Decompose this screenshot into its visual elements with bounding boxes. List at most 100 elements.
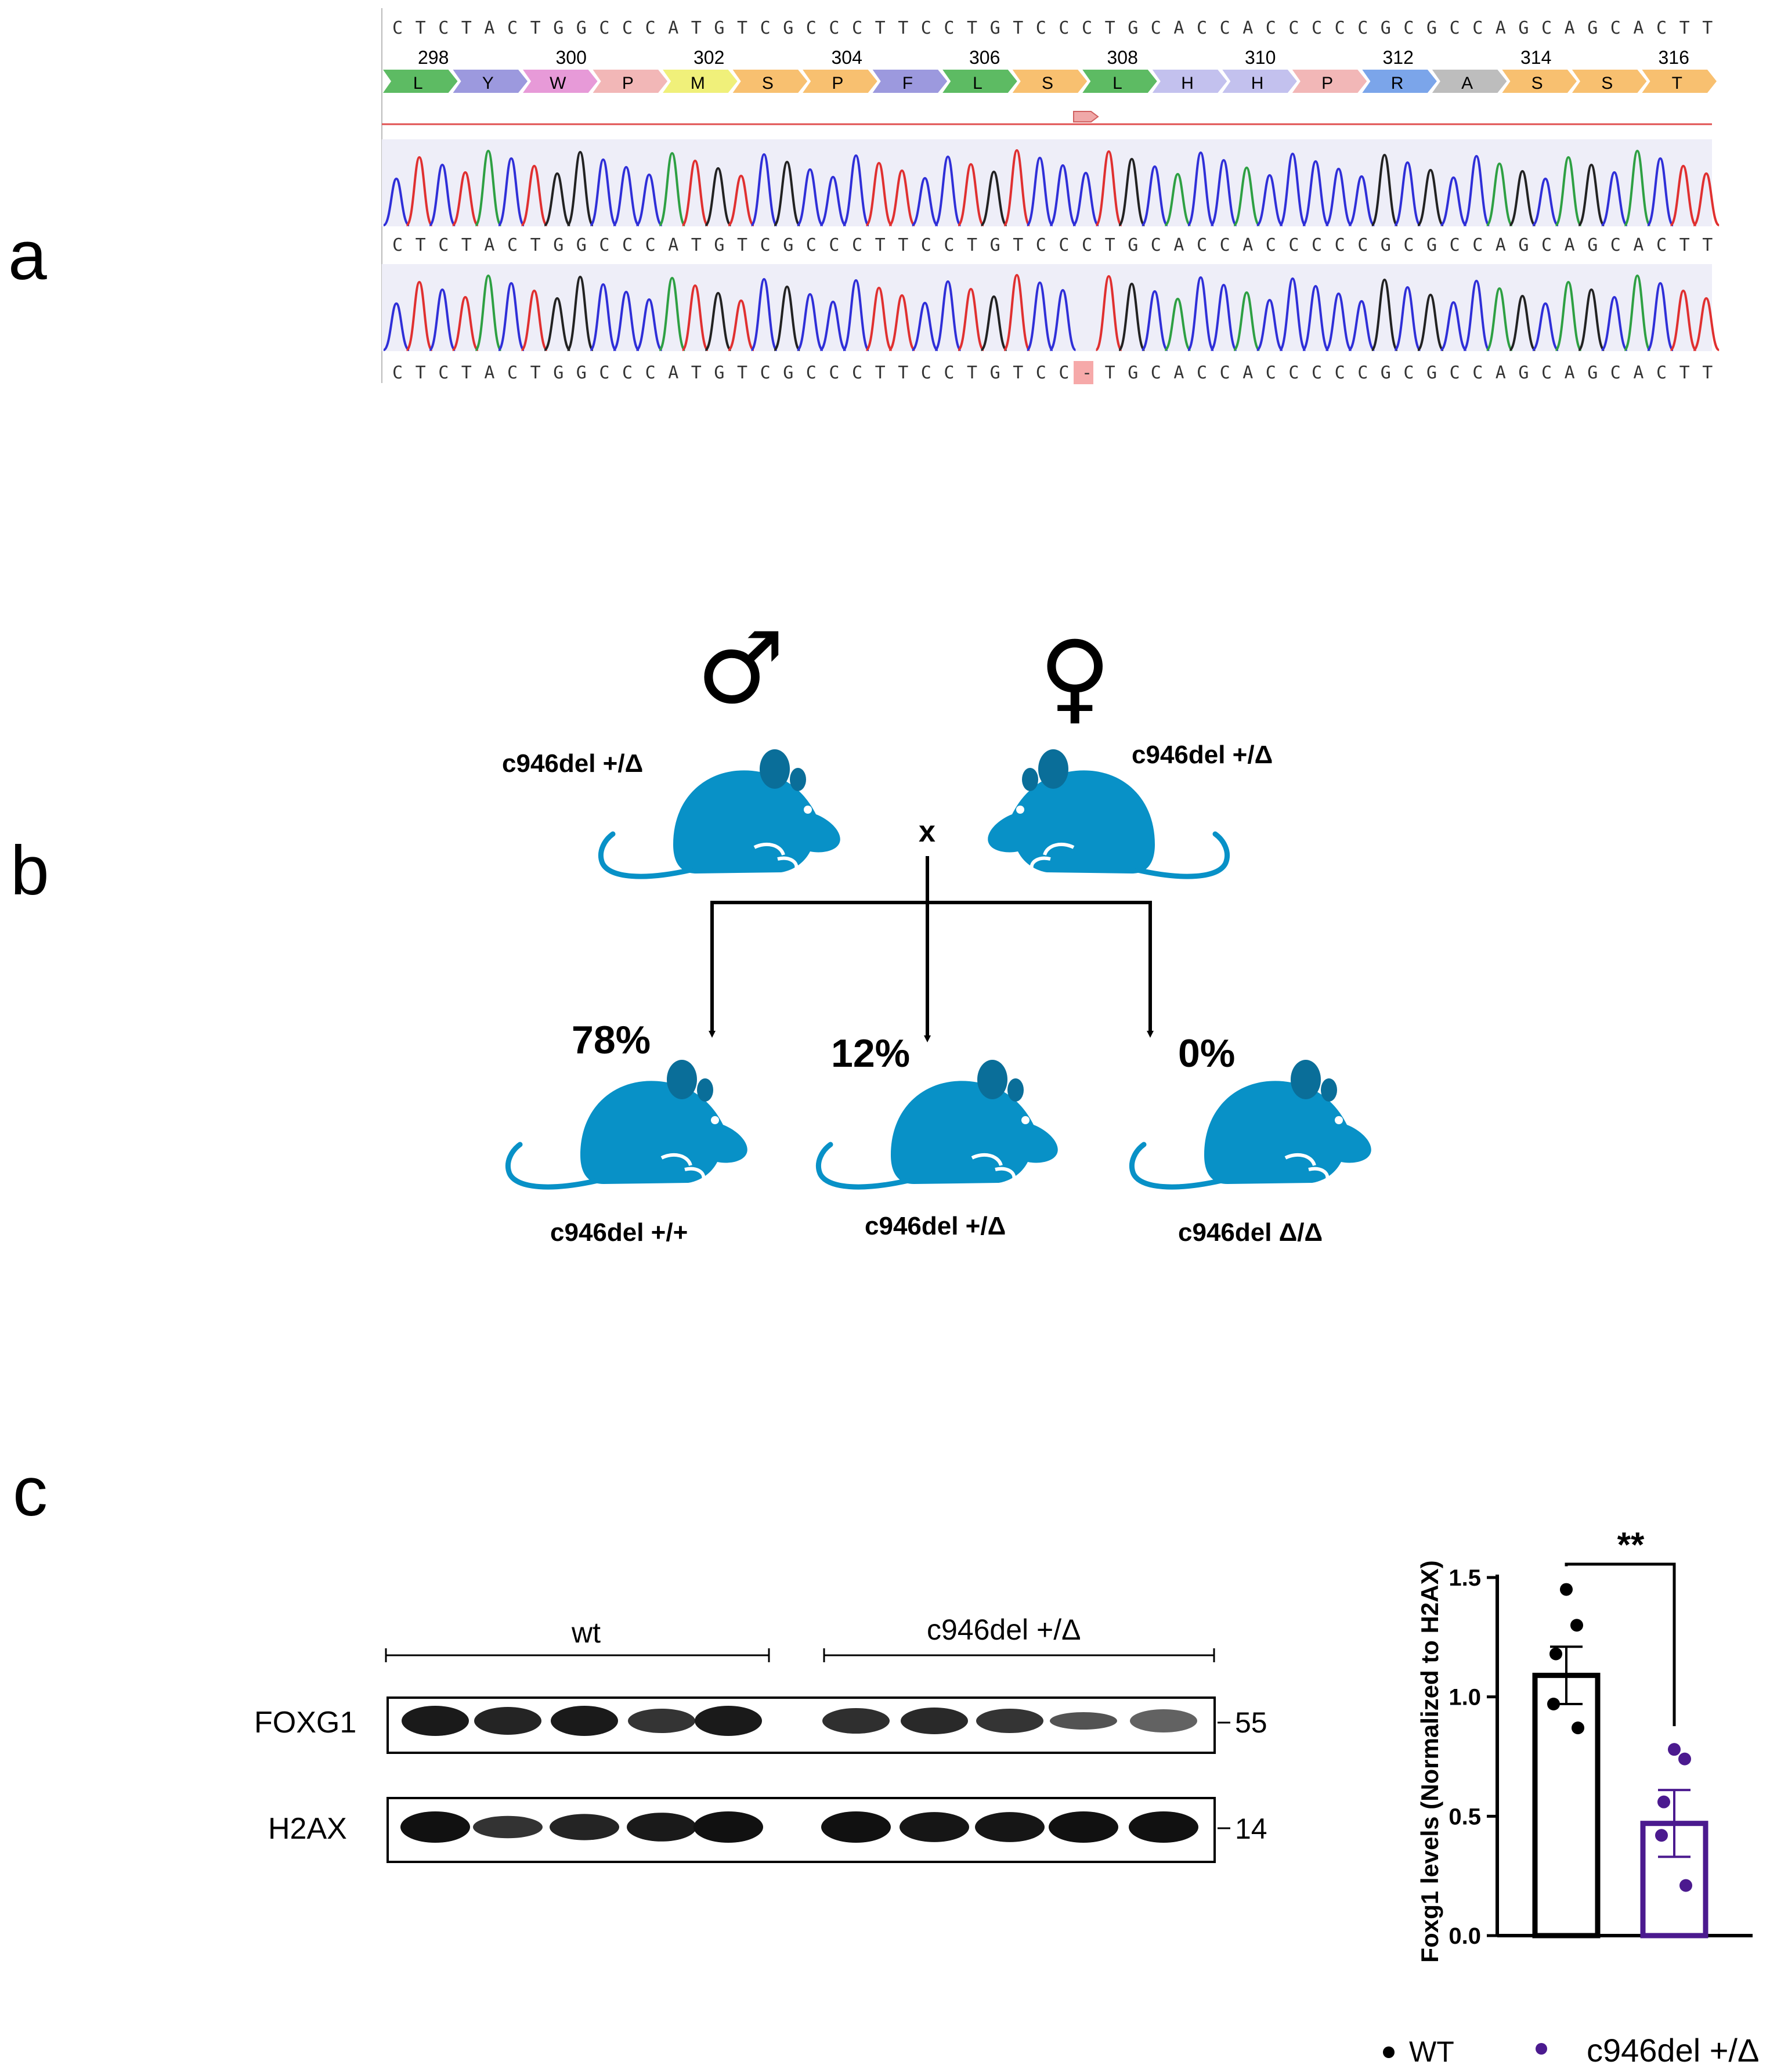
chart-ylabel: Foxg1 levels (Normalized to H2AX)	[1416, 1560, 1443, 1962]
base-letter: T	[691, 18, 702, 38]
female-symbol-icon: ♀	[1039, 620, 1111, 735]
base-letter: A	[1173, 363, 1184, 383]
trace-peak	[1531, 302, 1559, 351]
amino-acid-box	[1362, 70, 1437, 93]
amino-acid-box	[593, 70, 668, 93]
trace-peak	[1049, 288, 1077, 351]
foxg1-bar-chart: Foxg1 levels (Normalized to H2AX) ** WT …	[1383, 1525, 1759, 2069]
base-letter: C	[1357, 363, 1368, 383]
base-letter: G	[553, 18, 564, 38]
trace-peak	[819, 300, 847, 351]
trace-peak	[1509, 169, 1536, 226]
base-letter: C	[1541, 363, 1552, 383]
base-letter: C	[1151, 18, 1161, 38]
base-letter: T	[461, 235, 472, 255]
mouse-icon	[1129, 1060, 1371, 1190]
trace-peak	[1646, 157, 1674, 226]
trace-peak	[980, 170, 1007, 226]
trace-peak	[1025, 156, 1054, 226]
base-letter: T	[898, 18, 908, 38]
base-letter: C	[1059, 18, 1069, 38]
male-symbol-icon: ♂	[696, 611, 785, 726]
base-letter: C	[438, 363, 449, 383]
base-letter: G	[783, 363, 793, 383]
trace-peak	[705, 167, 732, 226]
trace-peak	[1693, 172, 1720, 226]
base-letter: T	[461, 18, 472, 38]
y-tick-label: 1.0	[1449, 1685, 1481, 1710]
base-letter: C	[599, 18, 609, 38]
band-foxg1	[628, 1709, 695, 1733]
band-h2ax	[1129, 1811, 1198, 1843]
base-letter: T	[1013, 363, 1023, 383]
base-letter: G	[783, 235, 793, 255]
base-letter: C	[1036, 363, 1046, 383]
mouse-icon	[505, 1060, 747, 1190]
trace-peak	[1302, 160, 1330, 226]
trace-peak	[497, 157, 525, 226]
trace-peak	[888, 169, 916, 226]
codon-number: 298	[418, 47, 449, 68]
base-letter: A	[484, 363, 494, 383]
base-letter: A	[668, 363, 678, 383]
band-foxg1	[822, 1708, 890, 1734]
mouse-icon	[598, 749, 840, 879]
base-letter: C	[1472, 18, 1483, 38]
codon-number: 312	[1383, 47, 1414, 68]
base-letter: C	[622, 363, 633, 383]
base-letter: T	[737, 235, 747, 255]
bar	[1532, 1673, 1601, 1939]
trace-peak	[521, 289, 548, 351]
band-h2ax	[550, 1814, 619, 1840]
trace-peak	[865, 161, 893, 226]
base-letter: C	[921, 363, 931, 383]
base-letter: C	[944, 363, 954, 383]
base-letter: G	[553, 235, 564, 255]
band-foxg1	[695, 1706, 762, 1736]
base-letter: C	[852, 235, 862, 255]
band-h2ax	[473, 1815, 543, 1839]
base-letter: C	[1036, 18, 1046, 38]
band-h2ax	[693, 1811, 763, 1843]
trace-peak	[1417, 293, 1444, 351]
trace-peak	[1095, 275, 1123, 351]
trace-peak	[1233, 291, 1261, 351]
base-letter: C	[1151, 235, 1161, 255]
base-letter: C	[1450, 235, 1460, 255]
significance-mark: **	[1617, 1525, 1645, 1564]
base-letter: C	[1357, 18, 1368, 38]
trace-peak	[658, 276, 687, 351]
base-letter: A	[1633, 363, 1643, 383]
base-letter: G	[1587, 235, 1598, 255]
trace-peak	[1531, 177, 1559, 226]
base-letter: G	[576, 18, 587, 38]
trace-peak	[382, 302, 410, 351]
band-h2ax	[1049, 1811, 1118, 1843]
amino-acid-box	[1432, 70, 1507, 93]
base-letter: G	[576, 363, 587, 383]
trace-peak	[934, 155, 962, 226]
base-letter: T	[461, 363, 472, 383]
amino-acid-box	[1642, 70, 1717, 93]
amino-acid-box	[453, 70, 528, 93]
base-letter: C	[921, 235, 931, 255]
trace-peak	[1278, 277, 1307, 351]
trace-peak	[1554, 280, 1583, 351]
base-letter: C	[1450, 18, 1460, 38]
amino-acid-letter: R	[1391, 74, 1404, 93]
base-letter: C	[852, 363, 862, 383]
base-letter: C	[760, 363, 771, 383]
amino-acid-letter: W	[550, 74, 566, 93]
data-point	[1668, 1743, 1681, 1756]
base-letter: G	[576, 235, 587, 255]
trace-peak	[1348, 299, 1375, 351]
codon-number: 306	[969, 47, 1000, 68]
data-point	[1655, 1829, 1668, 1842]
base-letter: C	[806, 18, 817, 38]
base-letter: T	[898, 235, 908, 255]
trace-peak	[429, 288, 456, 351]
legend-marker-wt	[1383, 2046, 1395, 2058]
